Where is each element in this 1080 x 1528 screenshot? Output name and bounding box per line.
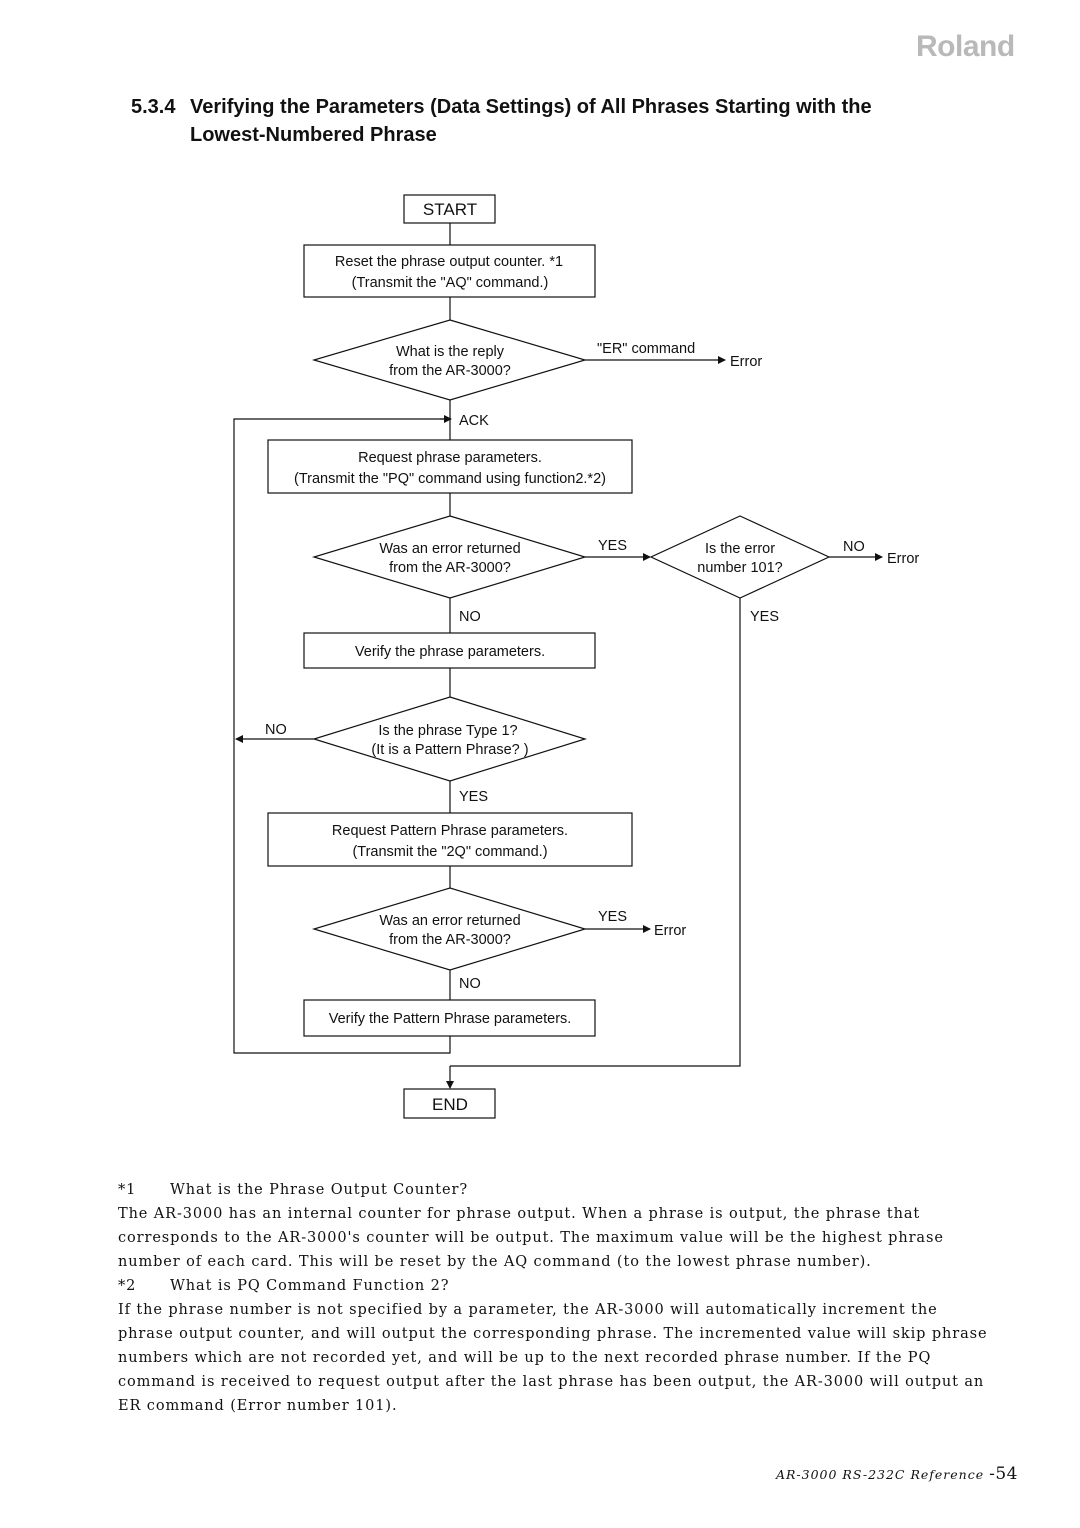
- yes-label-1: YES: [598, 538, 627, 554]
- err101-line1: Is the error: [705, 541, 775, 557]
- error-label-3: Error: [654, 923, 686, 939]
- no-label-2: NO: [459, 976, 481, 992]
- err-q1-line1: Was an error returned: [379, 541, 520, 557]
- reply-q-line2: from the AR-3000?: [389, 363, 511, 379]
- err-q1-line2: from the AR-3000?: [389, 560, 511, 576]
- section-number: 5.3.4: [131, 96, 176, 118]
- note2-heading: *2 What is PQ Command Function 2?: [118, 1274, 988, 1298]
- type-q-line1: Is the phrase Type 1?: [378, 723, 517, 739]
- request-line2: (Transmit the "PQ" command using functio…: [294, 471, 606, 487]
- err-q2-line1: Was an error returned: [379, 913, 520, 929]
- err-q2-line2: from the AR-3000?: [389, 932, 511, 948]
- roland-logo: Roland: [916, 30, 1015, 63]
- no-type-label: NO: [265, 722, 287, 738]
- end-box: [403, 1088, 496, 1119]
- section-title-line2: Lowest-Numbered Phrase: [190, 124, 437, 146]
- verify-phrase-label: Verify the phrase parameters.: [355, 644, 545, 660]
- page-number: -54: [989, 1464, 1018, 1484]
- reset-line1: Reset the phrase output counter. *1: [335, 254, 563, 270]
- no-label-1: NO: [459, 609, 481, 625]
- yes-err101-label: YES: [750, 609, 779, 625]
- flowchart: START Reset the phrase output counter. *…: [233, 194, 919, 1119]
- er-command-label: "ER" command: [597, 341, 695, 357]
- note1-title: What is the Phrase Output Counter?: [170, 1182, 468, 1198]
- start-box: [403, 194, 496, 224]
- yes-type-label: YES: [459, 789, 488, 805]
- note1-heading: *1 What is the Phrase Output Counter?: [118, 1178, 988, 1202]
- section-title-line1: Verifying the Parameters (Data Settings)…: [190, 96, 872, 118]
- request-phrase-box: [267, 439, 633, 494]
- error-label-2: Error: [887, 551, 919, 567]
- ack-label: ACK: [459, 413, 489, 429]
- verify-pattern-box: [303, 999, 596, 1037]
- error101-yes-line: [450, 598, 741, 1067]
- note1-mark: *1: [118, 1182, 137, 1198]
- end-label: END: [432, 1095, 468, 1114]
- request-line1: Request phrase parameters.: [358, 450, 542, 466]
- footnotes: *1 What is the Phrase Output Counter? Th…: [118, 1178, 988, 1418]
- start-label: START: [423, 200, 477, 219]
- reset-counter-box: [303, 244, 596, 298]
- loop-line: [233, 418, 451, 1054]
- yes-label-2: YES: [598, 909, 627, 925]
- no-err101-label: NO: [843, 539, 865, 555]
- note2-body: If the phrase number is not specified by…: [118, 1302, 988, 1414]
- req-pattern-line2: (Transmit the "2Q" command.): [352, 844, 547, 860]
- verify-phrase-box: [303, 632, 596, 669]
- note1-body: The AR-3000 has an internal counter for …: [118, 1206, 944, 1270]
- reset-line2: (Transmit the "AQ" command.): [352, 275, 549, 291]
- verify-pattern-label: Verify the Pattern Phrase parameters.: [329, 1011, 572, 1027]
- error-decision-1: [311, 515, 588, 599]
- req-pattern-line1: Request Pattern Phrase parameters.: [332, 823, 568, 839]
- type-q-line2: (It is a Pattern Phrase? ): [371, 742, 528, 758]
- page-footer: AR-3000 RS-232C Reference -54: [776, 1464, 1018, 1484]
- footer-reference: AR-3000 RS-232C Reference: [775, 1467, 985, 1482]
- error-decision-2: [311, 887, 588, 971]
- reply-q-line1: What is the reply: [396, 344, 505, 360]
- reply-decision: [311, 319, 588, 401]
- type-decision: [311, 696, 588, 782]
- note2-mark: *2: [118, 1278, 137, 1294]
- error101-decision: [649, 515, 831, 599]
- request-pattern-box: [267, 812, 633, 867]
- error-label-1: Error: [730, 354, 762, 370]
- err101-line2: number 101?: [697, 560, 782, 576]
- note2-title: What is PQ Command Function 2?: [170, 1278, 450, 1294]
